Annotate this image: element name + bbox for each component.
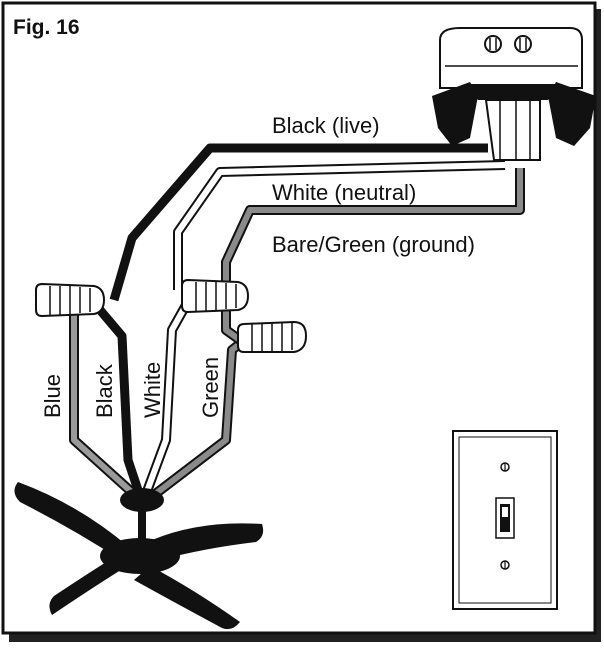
supply-wire-white xyxy=(173,160,506,290)
box-screw-icon xyxy=(484,35,502,53)
label-white-neutral: White (neutral) xyxy=(272,180,416,205)
ceiling-junction-box xyxy=(432,27,596,161)
wire-nut-icon xyxy=(237,320,308,353)
fan-wire-white xyxy=(141,302,191,496)
fan-wire-blue xyxy=(69,312,140,500)
ceiling-fan-icon xyxy=(14,482,264,630)
label-fan-green: Green xyxy=(198,357,223,418)
label-fan-white: White xyxy=(140,362,165,418)
label-fan-black: Black xyxy=(92,363,117,418)
label-black-live: Black (live) xyxy=(272,113,380,138)
fan-wire-black xyxy=(96,307,145,498)
label-bare-green-ground: Bare/Green (ground) xyxy=(272,232,475,257)
figure-label: Fig. 16 xyxy=(13,16,80,39)
supply-wire-ground xyxy=(221,168,525,295)
wire-nut-icon xyxy=(35,282,106,318)
supply-wire-black xyxy=(109,143,488,302)
label-fan-blue: Blue xyxy=(40,374,65,418)
box-screw-icon xyxy=(514,35,532,53)
wire-nut-icon xyxy=(181,278,250,314)
wall-switch-icon xyxy=(452,430,558,610)
